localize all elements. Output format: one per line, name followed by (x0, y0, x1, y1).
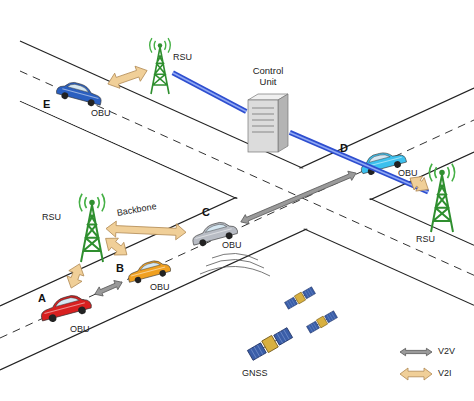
arrow-shape (67, 264, 84, 288)
arrow-shape (108, 66, 147, 88)
node-label: OBU (150, 282, 170, 292)
legend-arrow (400, 348, 432, 356)
node-label: GNSS (242, 368, 268, 378)
legend-sample (398, 366, 434, 382)
lane-markings (0, 71, 474, 338)
vehicle-node: COBU (188, 218, 239, 249)
rsu-node: RSU (80, 194, 104, 262)
v2i-arrow (106, 221, 186, 240)
legend-text: V2V (438, 346, 455, 356)
arrow-shape (95, 281, 122, 297)
server-front (248, 100, 278, 152)
backbone-link (173, 73, 246, 112)
legend-sample (398, 344, 434, 360)
rsu-node: RSU (430, 164, 454, 232)
rsu-tower (150, 38, 171, 94)
node-label: Control Unit (246, 66, 290, 88)
backbone-link (290, 132, 428, 192)
v2v-arrow (241, 171, 356, 224)
car-e (55, 79, 104, 109)
legend-text: V2I (438, 368, 452, 378)
car-b (126, 257, 172, 285)
lane-marking (0, 120, 474, 338)
node-label: OBU (398, 168, 418, 178)
signal-arc (200, 266, 270, 276)
node-label: RSU (42, 212, 61, 222)
gnss-signal (200, 253, 270, 276)
legend-row: V2V (398, 344, 474, 360)
arrow-shape (410, 177, 428, 192)
v2i-arrow (108, 66, 147, 88)
node-label: RSU (416, 234, 435, 244)
node-label: OBU (91, 108, 111, 118)
lane-marking (20, 71, 474, 275)
backbone-cable (290, 132, 428, 192)
satellite (284, 286, 316, 309)
backbone-cable-core (173, 73, 246, 112)
rsu-node: RSU (149, 38, 171, 94)
vehicle-node: BOBU (124, 256, 172, 286)
vehicle-letter: E (43, 98, 50, 111)
road-surface (0, 42, 474, 368)
legend-row: V2I (398, 366, 474, 382)
satellite (247, 327, 293, 361)
gnss-node: GNSS (246, 284, 336, 364)
v2i-arrow (67, 264, 84, 288)
backbone-cable-core (290, 132, 428, 192)
node-label: OBU (70, 324, 90, 334)
satellite (306, 310, 338, 333)
arrow-shape (106, 221, 186, 240)
backbone-cable (173, 73, 246, 112)
control-unit-node: Control Unit (248, 94, 288, 152)
vehicle-letter: A (38, 292, 46, 305)
signal-arc (212, 253, 258, 260)
network-label: Backbone (116, 201, 157, 218)
vehicle-letter: C (202, 206, 210, 219)
rsu-tower (79, 194, 104, 262)
car-a (38, 291, 93, 324)
road-surface (18, 42, 474, 303)
legend-arrow (400, 368, 432, 380)
node-label: RSU (173, 52, 192, 62)
v2v-arrow (95, 281, 122, 297)
server-side (278, 94, 288, 152)
control-unit-server (248, 94, 288, 152)
v2i-arrow (106, 238, 127, 255)
vehicle-node: AOBU (36, 290, 93, 325)
server-slots (252, 108, 274, 132)
arrow-shape (106, 238, 127, 255)
vehicle-letter: B (116, 262, 124, 275)
v2i-arrow (410, 177, 428, 192)
vehicle-node: DOBU (358, 146, 409, 177)
vehicle-letter: D (340, 142, 348, 155)
vehicle-node: EOBU (55, 78, 106, 109)
rsu-tower (429, 164, 454, 232)
arrow-shape (241, 171, 356, 224)
road-edges (0, 41, 474, 370)
node-label: OBU (222, 240, 242, 250)
